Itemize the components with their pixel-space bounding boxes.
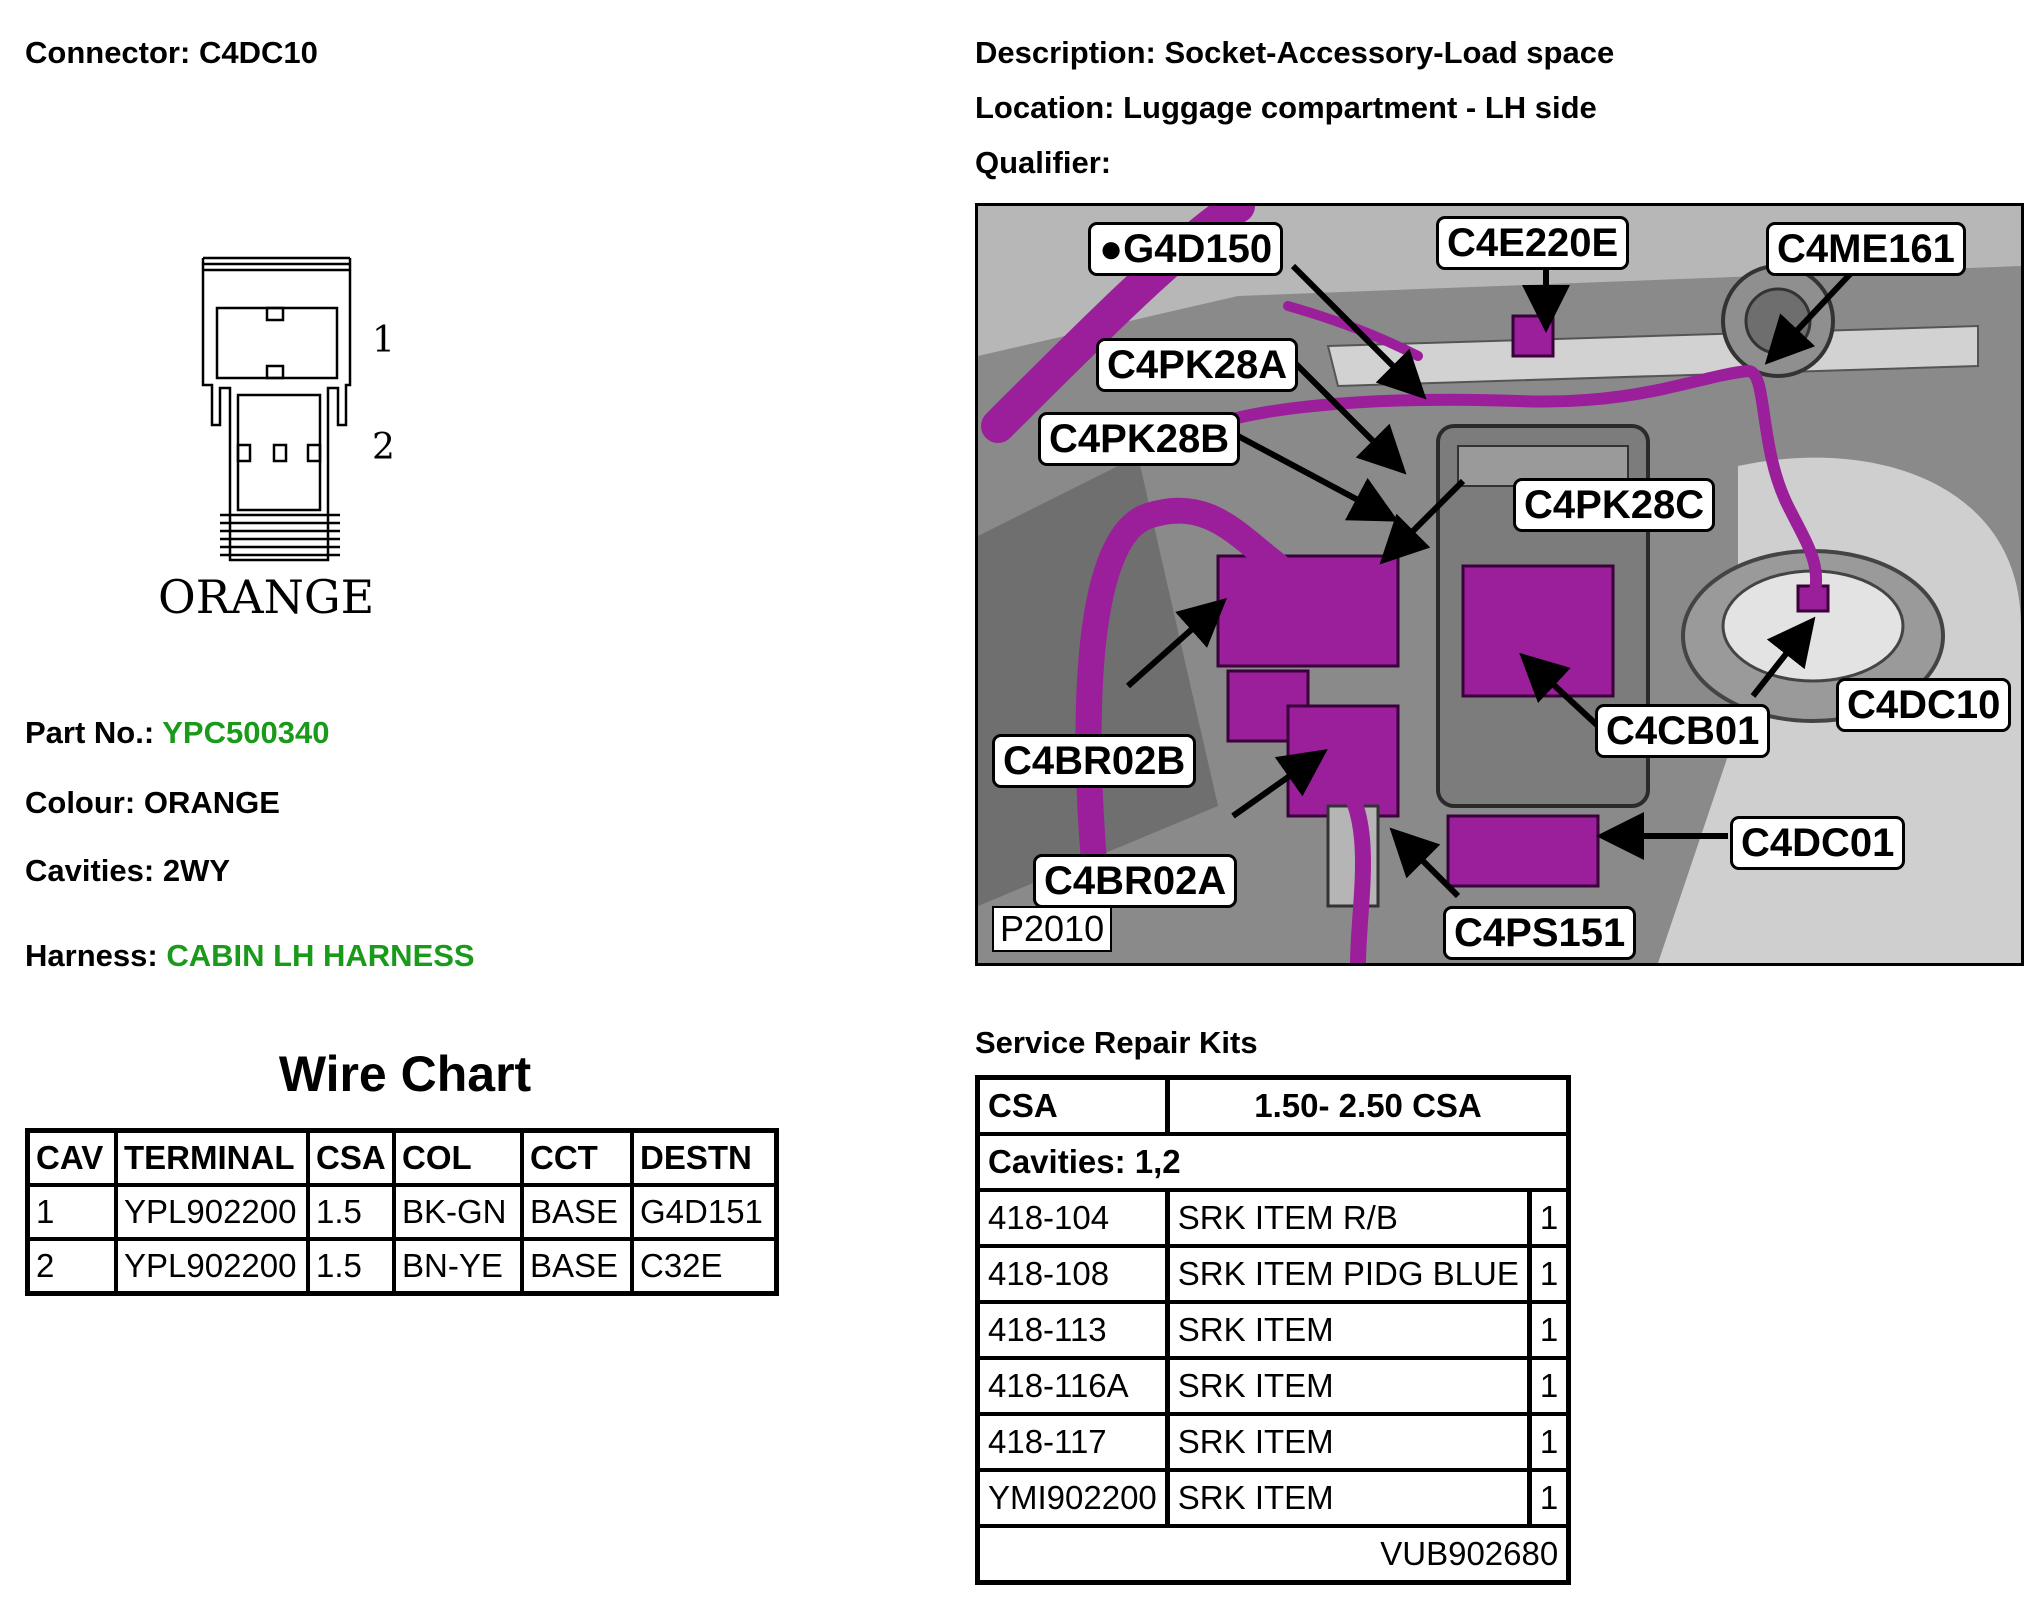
callout-g4d150: ●G4D150 — [1088, 222, 1284, 276]
srk-description: SRK ITEM R/B — [1169, 1192, 1532, 1248]
wire-chart-header-row: CAV TERMINAL CSA COL CCT DESTN — [30, 1133, 774, 1187]
location-value: Luggage compartment - LH side — [1123, 90, 1597, 125]
srk-qty: 1 — [1531, 1192, 1567, 1248]
cell-cav: 2 — [30, 1241, 118, 1291]
table-row: 1 YPL902200 1.5 BK-GN BASE G4D151 — [30, 1187, 774, 1241]
srk-part: 418-108 — [980, 1248, 1170, 1304]
location-picture: ●G4D150 C4E220E C4ME161 C4PK28A C4PK28B … — [975, 203, 2024, 966]
harness-line: Harness: CABIN LH HARNESS — [25, 938, 475, 974]
picture-id-label: P2010 — [992, 906, 1113, 952]
srk-footer-part: VUB902680 — [1380, 1535, 1559, 1572]
srk-cavities: Cavities: 1,2 — [980, 1136, 1567, 1192]
table-row: 2 YPL902200 1.5 BN-YE BASE C32E — [30, 1241, 774, 1291]
cell-cav: 1 — [30, 1187, 118, 1241]
header-terminal: TERMINAL — [118, 1133, 310, 1187]
cell-cct: BASE — [524, 1241, 634, 1291]
srk-csa-value: 1.50- 2.50 CSA — [1169, 1080, 1567, 1136]
callout-c4br02a: C4BR02A — [1033, 854, 1238, 908]
callout-c4pk28a: C4PK28A — [1096, 338, 1299, 392]
harness-label: Harness: — [25, 938, 158, 973]
callout-c4pk28b: C4PK28B — [1038, 412, 1241, 466]
srk-csa-row: CSA 1.50- 2.50 CSA — [980, 1080, 1567, 1136]
table-row: 418-117 SRK ITEM 1 — [980, 1416, 1567, 1472]
callout-c4me161: C4ME161 — [1766, 222, 1966, 276]
qualifier-label: Qualifier: — [975, 145, 1112, 180]
cell-terminal: YPL902200 — [118, 1241, 310, 1291]
srk-csa-label: CSA — [980, 1080, 1170, 1136]
table-row: 418-108 SRK ITEM PIDG BLUE 1 — [980, 1248, 1567, 1304]
header-destn: DESTN — [634, 1133, 774, 1187]
cell-col: BK-GN — [396, 1187, 524, 1241]
table-row: YMI902200 SRK ITEM 1 — [980, 1472, 1567, 1528]
callout-c4dc10: C4DC10 — [1836, 678, 2012, 732]
service-repair-kits-title: Service Repair Kits — [975, 1025, 1258, 1060]
colour-label: Colour: — [25, 785, 136, 820]
srk-footer-row: VUB902680 — [980, 1528, 1566, 1580]
callout-c4cb01: C4CB01 — [1595, 704, 1771, 758]
callout-c4pk28c: C4PK28C — [1513, 478, 1716, 532]
srk-part: 418-116A — [980, 1360, 1170, 1416]
table-row: 418-116A SRK ITEM 1 — [980, 1360, 1567, 1416]
service-repair-kits-table: CSA 1.50- 2.50 CSA Cavities: 1,2 418-104… — [975, 1075, 1572, 1585]
srk-description: SRK ITEM — [1169, 1416, 1532, 1472]
wire-chart-table: CAV TERMINAL CSA COL CCT DESTN 1 YPL9022… — [25, 1128, 779, 1296]
colour-line: Colour: ORANGE — [25, 785, 280, 821]
description-line: Description: Socket-Accessory-Load space — [975, 35, 1614, 71]
colour-value: ORANGE — [143, 785, 280, 820]
connector-drawing: 1 2 ORANGE — [150, 240, 480, 640]
part-no-label: Part No.: — [25, 715, 155, 750]
cell-cct: BASE — [524, 1187, 634, 1241]
srk-qty: 1 — [1531, 1304, 1567, 1360]
part-no-value: YPC500340 — [162, 715, 330, 750]
srk-description: SRK ITEM — [1169, 1304, 1532, 1360]
srk-description: SRK ITEM — [1169, 1360, 1532, 1416]
srk-part: YMI902200 — [980, 1472, 1170, 1528]
wire-chart-title: Wire Chart — [278, 1046, 532, 1102]
location-line: Location: Luggage compartment - LH side — [975, 90, 1597, 126]
header-cct: CCT — [524, 1133, 634, 1187]
connector-value: C4DC10 — [198, 35, 318, 70]
callout-c4ps151: C4PS151 — [1443, 906, 1637, 960]
connector-label: Connector: — [25, 35, 191, 70]
srk-qty: 1 — [1531, 1472, 1567, 1528]
cell-csa: 1.5 — [310, 1241, 396, 1291]
connector-colour-caption: ORANGE — [158, 570, 375, 624]
cavities-value: 2WY — [162, 853, 231, 888]
cavities-line: Cavities: 2WY — [25, 853, 230, 889]
description-label: Description: — [975, 35, 1156, 70]
callout-c4dc01: C4DC01 — [1730, 816, 1906, 870]
table-row: 418-113 SRK ITEM 1 — [980, 1304, 1567, 1360]
cell-destn: C32E — [640, 1247, 723, 1284]
table-row: 418-104 SRK ITEM R/B 1 — [980, 1192, 1567, 1248]
callout-c4e220e: C4E220E — [1436, 216, 1630, 270]
cell-csa: 1.5 — [310, 1187, 396, 1241]
srk-part: 418-104 — [980, 1192, 1170, 1248]
cavities-label: Cavities: — [25, 853, 155, 888]
cell-terminal: YPL902200 — [118, 1187, 310, 1241]
harness-value: CABIN LH HARNESS — [166, 938, 475, 973]
pin-2-label: 2 — [372, 427, 395, 468]
callout-c4br02b: C4BR02B — [992, 734, 1197, 788]
header-csa: CSA — [310, 1133, 396, 1187]
description-value: Socket-Accessory-Load space — [1164, 35, 1615, 70]
srk-description: SRK ITEM PIDG BLUE — [1169, 1248, 1532, 1304]
part-no-line: Part No.: YPC500340 — [25, 715, 329, 751]
pin-1-label: 1 — [372, 320, 395, 361]
srk-part: 418-113 — [980, 1304, 1170, 1360]
srk-qty: 1 — [1531, 1248, 1567, 1304]
connector-face-diagram — [201, 256, 352, 562]
srk-description: SRK ITEM — [1169, 1472, 1532, 1528]
cell-destn: G4D151 — [634, 1187, 774, 1241]
srk-part: 418-117 — [980, 1416, 1170, 1472]
header-col: COL — [396, 1133, 524, 1187]
cell-col: BN-YE — [396, 1241, 524, 1291]
connector-heading: Connector: C4DC10 — [25, 35, 318, 71]
srk-qty: 1 — [1531, 1360, 1567, 1416]
srk-qty: 1 — [1531, 1416, 1567, 1472]
header-cav: CAV — [30, 1133, 118, 1187]
location-label: Location: — [975, 90, 1115, 125]
srk-cavities-row: Cavities: 1,2 — [980, 1136, 1567, 1192]
